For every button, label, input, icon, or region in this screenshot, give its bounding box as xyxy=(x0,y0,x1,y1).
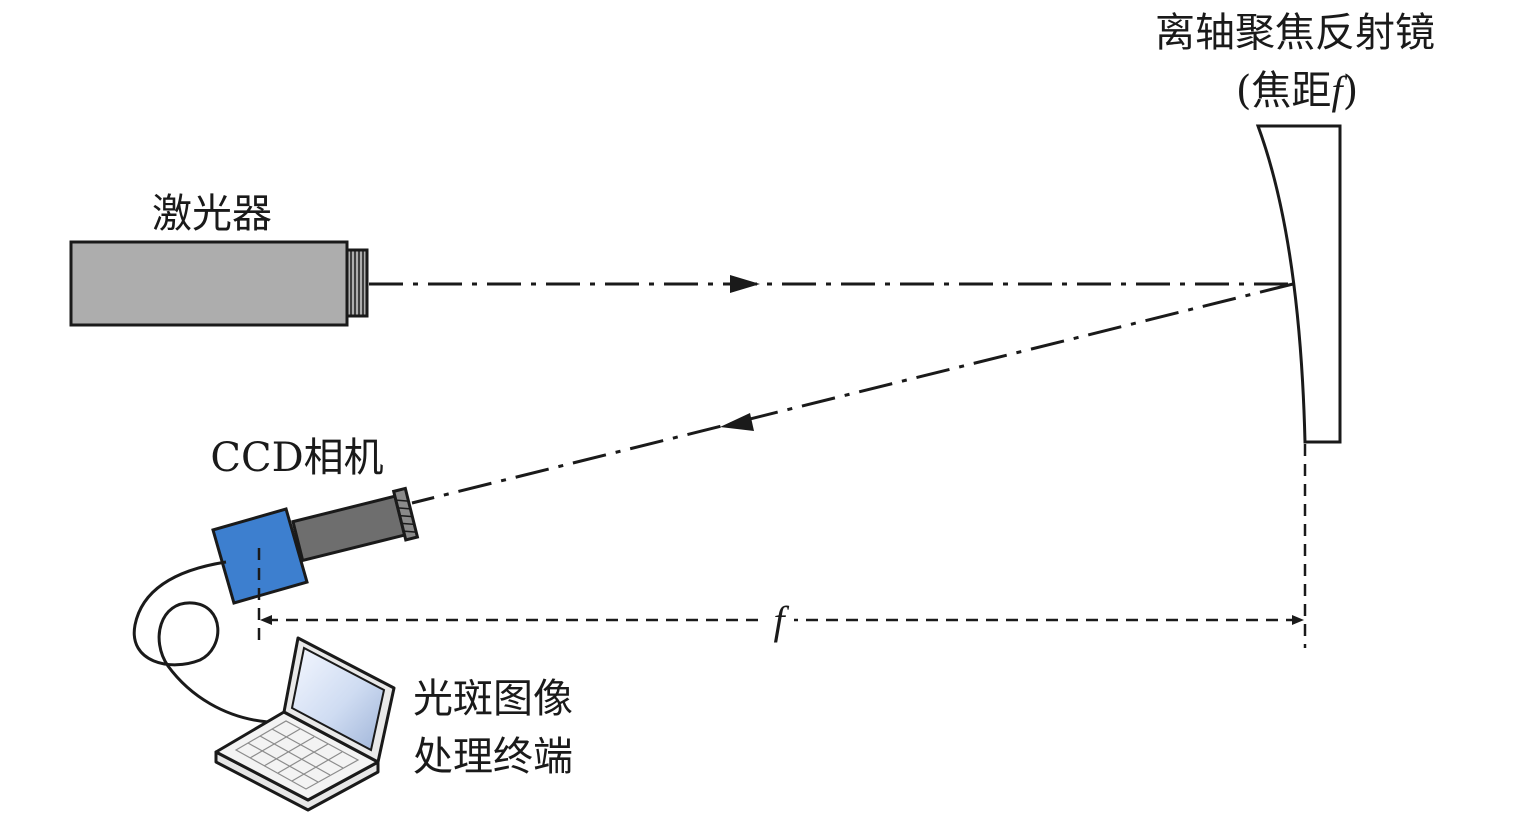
laser-label: 激光器 xyxy=(152,191,272,237)
mirror-label-line2: (焦距f) xyxy=(1236,68,1358,114)
laptop-keyboard xyxy=(234,720,360,790)
mirror-label-suffix: ) xyxy=(1343,68,1359,114)
laser-body xyxy=(69,240,349,327)
mirror-label-prefix: (焦距 xyxy=(1236,68,1332,114)
reflected-beam xyxy=(411,282,1294,505)
laser-aperture-ribs xyxy=(350,250,364,316)
incident-beam-arrow xyxy=(730,275,760,293)
reflected-beam-arrow xyxy=(720,413,754,431)
laptop-screen xyxy=(290,646,386,752)
laser xyxy=(69,240,369,327)
mirror-label-line1: 离轴聚焦反射镜 xyxy=(1155,10,1435,56)
laptop xyxy=(214,636,396,812)
laser-aperture xyxy=(345,248,369,318)
camera-label: CCD相机 xyxy=(210,435,383,481)
focal-symbol-gap xyxy=(764,600,794,636)
ccd-camera xyxy=(211,486,420,605)
focal-dimension-arrow-left xyxy=(260,615,272,625)
terminal-label-line1: 光斑图像 xyxy=(413,676,573,722)
off-axis-mirror xyxy=(1255,124,1342,444)
terminal-label-line2: 处理终端 xyxy=(413,734,573,780)
camera-lens-barrel xyxy=(291,494,407,563)
focal-dimension-arrow-right xyxy=(1292,615,1304,625)
camera-cable xyxy=(132,560,269,724)
